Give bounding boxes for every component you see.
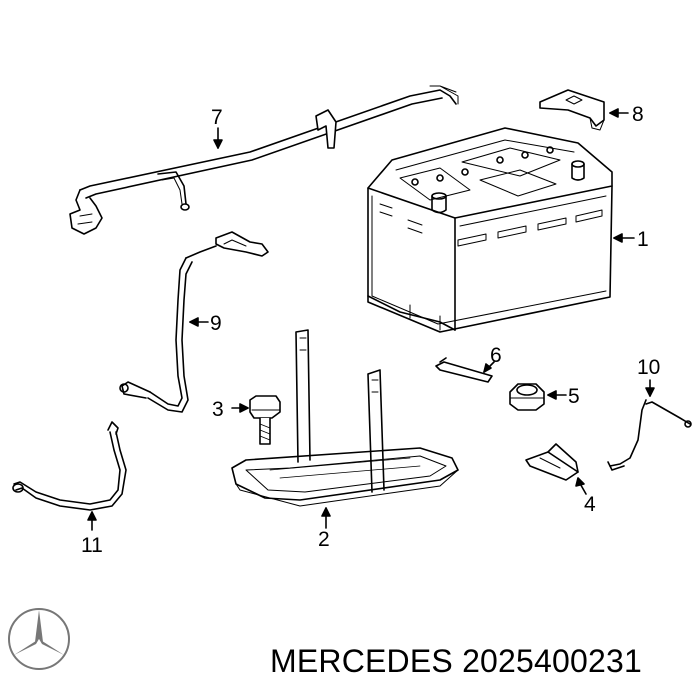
nut xyxy=(509,383,567,411)
sensor-cable xyxy=(607,379,692,471)
hold-down-strip xyxy=(435,357,495,383)
callout-8: 8 xyxy=(632,103,644,126)
part-number: 2025400231 xyxy=(462,643,643,679)
callout-5: 5 xyxy=(568,385,580,408)
bolt xyxy=(231,395,281,445)
callout-3: 3 xyxy=(212,398,224,421)
mercedes-star-icon xyxy=(8,608,70,670)
callout-6: 6 xyxy=(490,344,502,367)
clamp-bracket xyxy=(525,443,587,495)
cable-harness xyxy=(69,85,459,235)
callout-7: 7 xyxy=(211,106,223,129)
callout-2: 2 xyxy=(318,528,330,551)
callout-9: 9 xyxy=(210,312,222,335)
callout-1: 1 xyxy=(637,228,649,251)
callout-4: 4 xyxy=(584,493,596,516)
ground-cable xyxy=(12,421,127,531)
callout-10: 10 xyxy=(637,356,660,379)
part-label: MERCEDES 2025400231 xyxy=(270,643,642,680)
terminal-cover xyxy=(539,89,629,131)
callout-11: 11 xyxy=(81,534,103,557)
battery-tray xyxy=(231,329,459,529)
brand-name: MERCEDES xyxy=(270,643,453,679)
positive-cable xyxy=(119,231,269,413)
battery xyxy=(367,127,635,333)
